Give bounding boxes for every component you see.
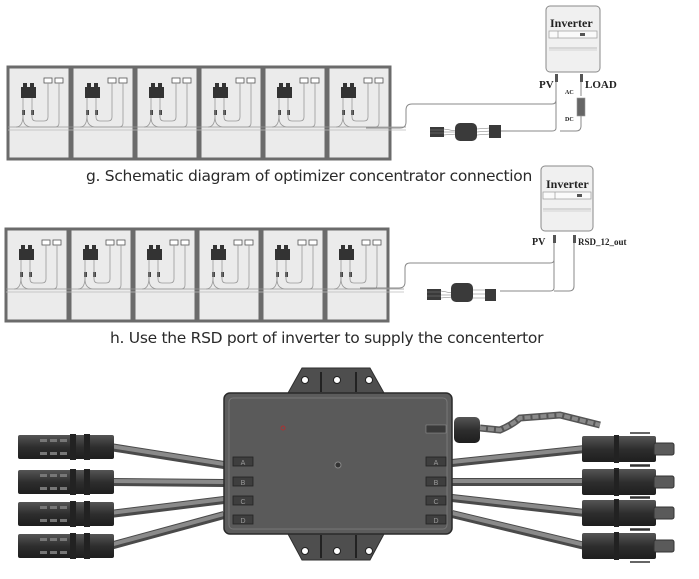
optimizer-icon — [19, 249, 34, 260]
port-label-left-text: B — [241, 480, 246, 487]
output-connector — [582, 496, 675, 530]
solar-panel — [6, 65, 72, 161]
input-connector — [18, 501, 114, 527]
mounting-hole — [333, 376, 341, 384]
optimizer-icon — [149, 87, 164, 98]
input-connector — [18, 533, 114, 559]
optimizer-icon — [277, 87, 292, 98]
input-connector — [18, 469, 114, 495]
solar-panel — [196, 227, 262, 323]
mounting-hole — [365, 547, 373, 555]
mounting-hole — [365, 376, 373, 384]
inverter-h-title: Inverter — [546, 177, 589, 191]
port-label-left-text: D — [240, 518, 245, 525]
solar-panel — [68, 227, 134, 323]
inverter-g-dc-label: DC — [565, 117, 574, 123]
center-screw — [334, 461, 342, 469]
solar-panel — [198, 65, 264, 161]
optimizer-icon — [211, 249, 226, 260]
mount-tab-bottom — [287, 533, 385, 561]
concentrator-icon-h — [427, 283, 496, 302]
solar-panel — [262, 65, 328, 161]
inverter-g-load-label: LOAD — [585, 79, 617, 91]
port-label-right-text: D — [433, 518, 438, 525]
solar-panel — [134, 65, 200, 161]
solar-panel — [260, 227, 326, 323]
optimizer-icon — [85, 87, 100, 98]
output-connector — [582, 529, 675, 563]
inverter-h-rsd-label: RSD_12_out — [578, 237, 627, 247]
inverter-g — [366, 5, 601, 132]
inverter-g-title: Inverter — [550, 16, 593, 30]
inverter-h — [360, 165, 594, 292]
solar-panel-row-g — [6, 65, 406, 161]
port-label-left-text: C — [240, 499, 245, 506]
optimizer-icon — [275, 249, 290, 260]
inverter-g-pv-label: PV — [539, 79, 554, 91]
solar-panel — [70, 65, 136, 161]
optimizer-icon — [339, 249, 354, 260]
optimizer-icon — [83, 249, 98, 260]
port-label-right — [425, 456, 447, 467]
port-label-left — [232, 476, 254, 487]
optimizer-icon — [213, 87, 228, 98]
solar-panel — [4, 227, 70, 323]
port-label-right — [425, 514, 447, 525]
port-label-right — [425, 476, 447, 487]
port-label-right-text: B — [434, 480, 439, 487]
optimizer-icon — [21, 87, 36, 98]
solar-panel — [324, 227, 390, 323]
mounting-hole — [301, 547, 309, 555]
output-connector — [582, 465, 675, 499]
status-led — [280, 425, 286, 431]
solar-panel-row-h — [4, 227, 404, 323]
port-label-left — [232, 456, 254, 467]
concentrator-device: A B C D A B C D — [18, 367, 675, 563]
port-label-left — [232, 495, 254, 506]
mounting-hole — [301, 376, 309, 384]
port-label-right — [425, 495, 447, 506]
optimizer-icon — [341, 87, 356, 98]
mounting-hole — [333, 547, 341, 555]
port-label-left-text: A — [241, 460, 246, 467]
caption-g: g. Schematic diagram of optimizer concen… — [86, 167, 532, 185]
input-connector — [18, 434, 114, 460]
optimizer-icon — [147, 249, 162, 260]
solar-panel — [326, 65, 392, 161]
concentrator-icon-g — [430, 123, 501, 141]
inverter-h-pv-label: PV — [532, 237, 546, 248]
port-label-right-text: A — [434, 460, 439, 467]
solar-panel — [132, 227, 198, 323]
inverter-g-ac-label: AC — [565, 90, 574, 96]
caption-h: h. Use the RSD port of inverter to suppl… — [110, 329, 544, 347]
output-connector — [582, 432, 675, 466]
port-label-left — [232, 514, 254, 525]
cable-gland — [454, 417, 480, 443]
port-label-right-text: C — [433, 499, 438, 506]
